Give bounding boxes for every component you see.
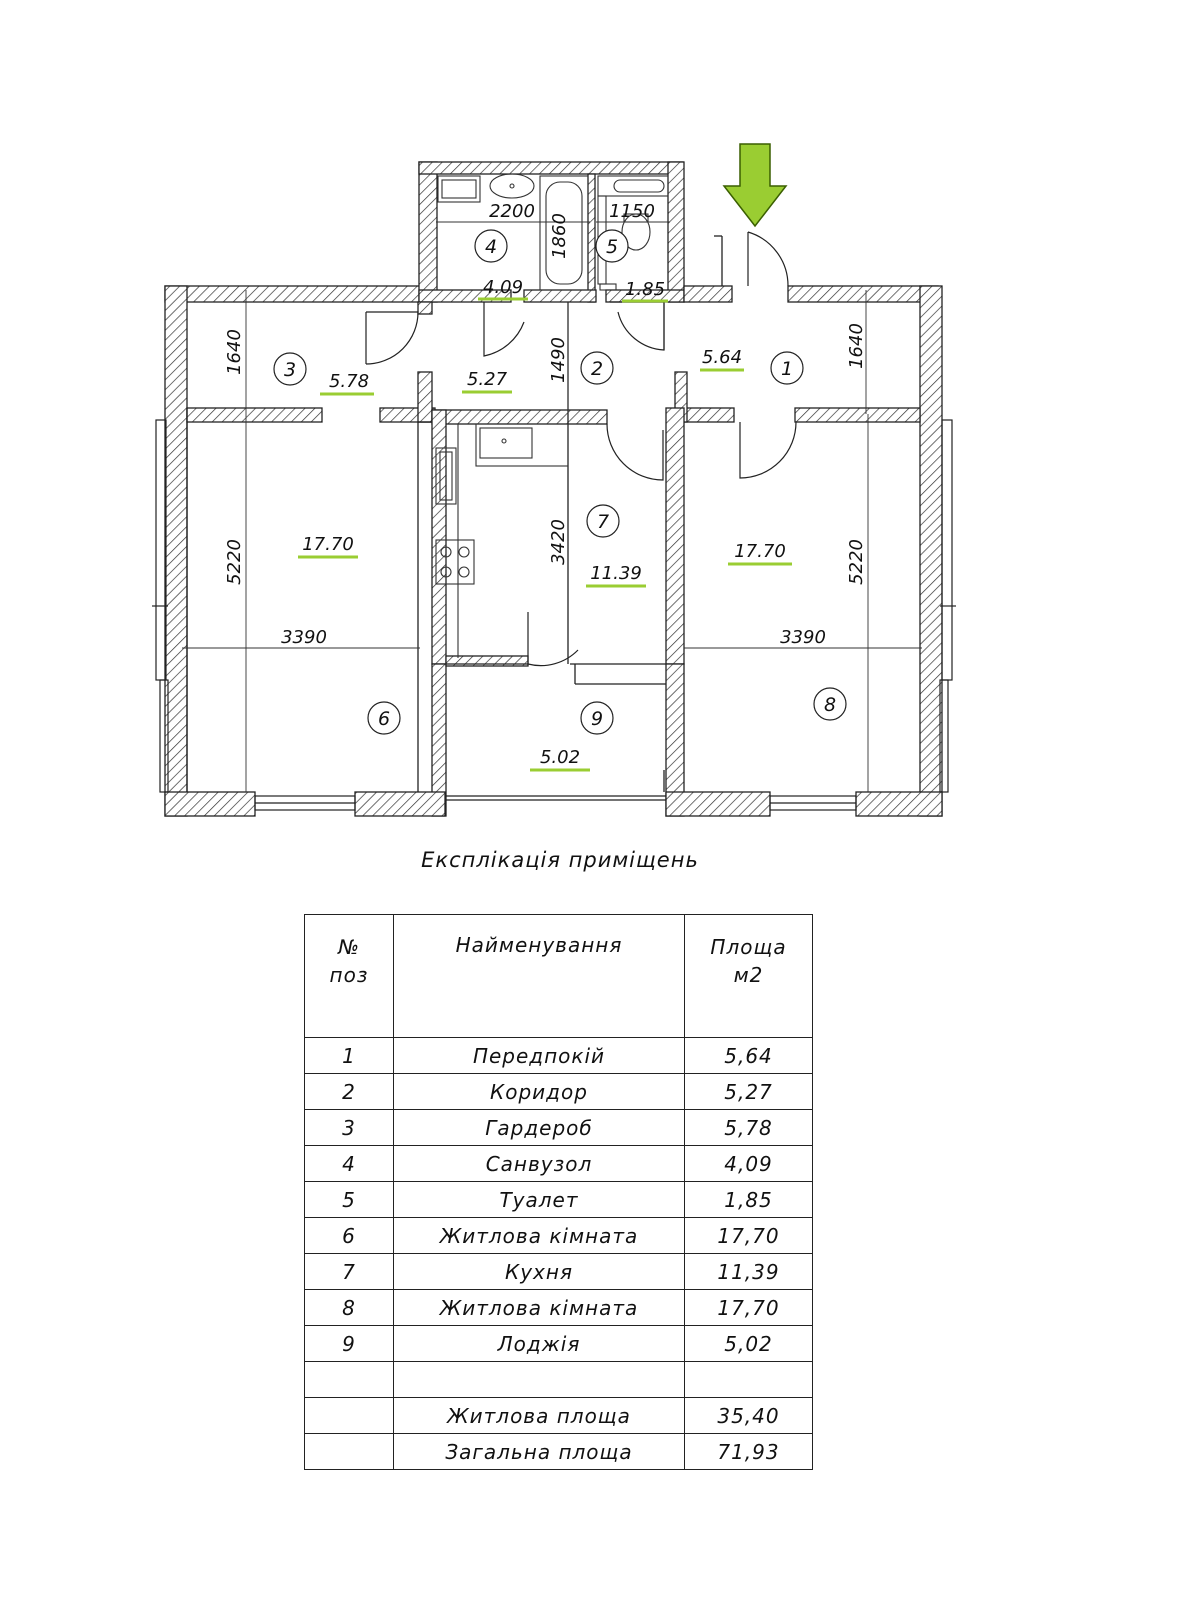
kitchen-fixtures <box>435 423 569 658</box>
room-area-2: 5.27 <box>467 369 508 390</box>
room-number-7: 7 <box>597 511 609 533</box>
room-area-5: 1.85 <box>625 279 665 300</box>
room-area-9: 5.02 <box>540 747 580 768</box>
total-name: Загальна площа <box>393 1433 685 1470</box>
row-area: 11,39 <box>684 1253 813 1290</box>
dimension-5220-left: 5220 <box>224 539 245 585</box>
dimension-3420: 3420 <box>548 519 569 565</box>
row-name: Гардероб <box>393 1109 685 1146</box>
table-row-empty <box>304 1361 813 1398</box>
row-name <box>393 1361 685 1398</box>
dimension-lines <box>182 221 922 792</box>
room-markers <box>273 229 847 735</box>
room-number-8: 8 <box>824 694 836 716</box>
room-number-3: 3 <box>284 359 296 381</box>
row-number: 4 <box>304 1145 394 1182</box>
dimension-2200: 2200 <box>489 201 535 222</box>
room-number-6: 6 <box>378 708 390 730</box>
row-number: 6 <box>304 1217 394 1254</box>
entrance-arrow-icon <box>722 143 788 228</box>
row-area: 1,85 <box>684 1181 813 1218</box>
dimension-5220-right: 5220 <box>846 539 867 585</box>
doors <box>365 231 797 667</box>
header-area: Площа м2 <box>684 914 813 1038</box>
row-number <box>304 1397 394 1434</box>
row-number: 7 <box>304 1253 394 1290</box>
table-header-row: № поз Найменування Площа м2 <box>304 914 813 1038</box>
row-area <box>684 1361 813 1398</box>
row-number: 2 <box>304 1073 394 1110</box>
room-number-2: 2 <box>591 358 603 380</box>
row-area: 5,78 <box>684 1109 813 1146</box>
area-underlines <box>298 297 792 772</box>
row-name: Передпокій <box>393 1037 685 1074</box>
header-number: № поз <box>304 914 394 1038</box>
row-area: 4,09 <box>684 1145 813 1182</box>
room-number-9: 9 <box>591 708 603 730</box>
bathroom-fixtures <box>437 173 669 291</box>
row-number: 1 <box>304 1037 394 1074</box>
row-number: 8 <box>304 1289 394 1326</box>
header-name: Найменування <box>393 914 685 1038</box>
total-area: 71,93 <box>684 1433 813 1470</box>
row-number: 3 <box>304 1109 394 1146</box>
header-number-line1: № <box>338 935 360 959</box>
header-area-line2: м2 <box>733 963 764 987</box>
row-area: 17,70 <box>684 1217 813 1254</box>
room-area-6: 17.70 <box>302 534 354 555</box>
row-area: 5,27 <box>684 1073 813 1110</box>
room-number-5: 5 <box>606 236 618 258</box>
row-number: 5 <box>304 1181 394 1218</box>
row-number <box>304 1433 394 1470</box>
row-area: 5,02 <box>684 1325 813 1362</box>
row-name: Лоджія <box>393 1325 685 1362</box>
dimension-1640-left: 1640 <box>224 329 245 375</box>
room-area-4: 4.09 <box>483 277 523 298</box>
dimension-1640-right: 1640 <box>846 323 867 369</box>
row-area: 5,64 <box>684 1037 813 1074</box>
room-area-1: 5.64 <box>702 347 742 368</box>
dimension-1490: 1490 <box>548 337 569 383</box>
row-name: Санвузол <box>393 1145 685 1182</box>
room-area-8: 17.70 <box>734 541 786 562</box>
windows <box>152 419 956 811</box>
explication-title: Експлікація приміщень <box>421 848 699 872</box>
row-name: Житлова кімната <box>393 1217 685 1254</box>
room-number-4: 4 <box>485 236 497 258</box>
total-area: 35,40 <box>684 1397 813 1434</box>
row-number: 9 <box>304 1325 394 1362</box>
row-number <box>304 1361 394 1398</box>
dimension-1150: 1150 <box>609 201 655 222</box>
room-area-3: 5.78 <box>329 371 369 392</box>
row-name: Туалет <box>393 1181 685 1218</box>
header-area-line1: Площа <box>710 935 787 959</box>
dimension-3390-left: 3390 <box>281 627 327 648</box>
dimension-3390-right: 3390 <box>780 627 826 648</box>
total-name: Житлова площа <box>393 1397 685 1434</box>
row-area: 17,70 <box>684 1289 813 1326</box>
floor-plan: 1 2 3 4 5 6 7 8 9 5.64 5.27 5.78 4.09 1.… <box>152 143 956 817</box>
room-area-7: 11.39 <box>590 563 642 584</box>
room-number-1: 1 <box>781 358 793 380</box>
header-number-line2: поз <box>329 963 369 987</box>
row-name: Коридор <box>393 1073 685 1110</box>
row-name: Житлова кімната <box>393 1289 685 1326</box>
dimension-1860: 1860 <box>549 213 570 259</box>
row-name: Кухня <box>393 1253 685 1290</box>
partitions <box>186 235 723 792</box>
